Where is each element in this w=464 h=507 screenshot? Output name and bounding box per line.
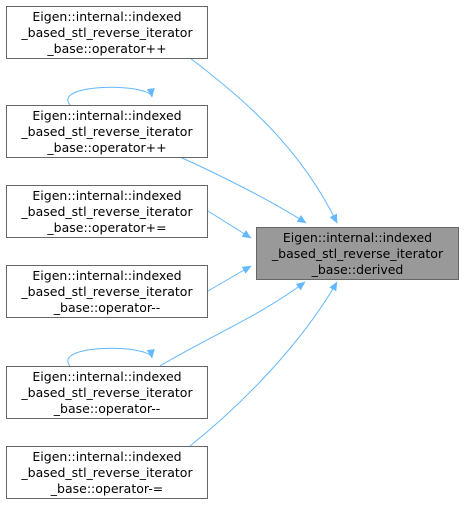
caller-node-label-line: _based_stl_reverse_iterator xyxy=(20,385,193,400)
caller-node-box xyxy=(6,105,208,158)
caller-node-box xyxy=(6,446,208,499)
caller-node-label-line: _base::operator+= xyxy=(46,220,166,235)
caller-node[interactable]: Eigen::internal::indexed_based_stl_rever… xyxy=(6,185,208,238)
nodes-layer: Eigen::internal::indexed_based_stl_rever… xyxy=(6,6,459,499)
self-loop-edge xyxy=(67,347,155,367)
target-node-label-line: _base::derived xyxy=(311,262,404,277)
caller-node[interactable]: Eigen::internal::indexed_based_stl_rever… xyxy=(6,6,208,59)
caller-node-label-line: _based_stl_reverse_iterator xyxy=(20,25,193,40)
self-loop-edge xyxy=(67,86,155,106)
caller-node-label-line: Eigen::internal::indexed xyxy=(32,369,181,384)
call-edge xyxy=(159,281,306,367)
target-node-label-line: Eigen::internal::indexed xyxy=(283,230,432,245)
caller-node-label-line: Eigen::internal::indexed xyxy=(32,268,181,283)
call-edge xyxy=(189,281,338,447)
caller-node-label-line: _based_stl_reverse_iterator xyxy=(20,124,193,139)
edges-layer xyxy=(159,57,338,447)
caller-node[interactable]: Eigen::internal::indexed_based_stl_rever… xyxy=(6,366,208,419)
caller-node-label-line: _based_stl_reverse_iterator xyxy=(20,204,193,219)
caller-node-label-line: Eigen::internal::indexed xyxy=(32,188,181,203)
caller-node-label-line: _base::operator++ xyxy=(46,140,166,155)
target-node-box xyxy=(256,227,459,280)
self-loops-layer xyxy=(67,86,155,367)
target-node[interactable]: Eigen::internal::indexed_based_stl_rever… xyxy=(256,227,459,280)
caller-node[interactable]: Eigen::internal::indexed_based_stl_rever… xyxy=(6,105,208,158)
caller-node-label-line: _base::operator-= xyxy=(50,481,163,496)
caller-node-label-line: _base::operator++ xyxy=(46,41,166,56)
caller-node-label-line: _based_stl_reverse_iterator xyxy=(20,465,193,480)
caller-node[interactable]: Eigen::internal::indexed_based_stl_rever… xyxy=(6,446,208,499)
caller-node-label-line: Eigen::internal::indexed xyxy=(32,449,181,464)
caller-node-box xyxy=(6,366,208,419)
call-edge xyxy=(207,210,252,239)
caller-node-box xyxy=(6,265,208,318)
call-edge xyxy=(207,265,252,292)
caller-node-box xyxy=(6,6,208,59)
caller-node-label-line: _base::operator-- xyxy=(53,300,160,315)
caller-node-label-line: _base::operator-- xyxy=(53,401,160,416)
call-edge xyxy=(179,156,307,224)
caller-node-label-line: Eigen::internal::indexed xyxy=(32,108,181,123)
caller-node-label-line: _based_stl_reverse_iterator xyxy=(20,284,193,299)
target-node-label-line: _based_stl_reverse_iterator xyxy=(271,246,444,261)
caller-node[interactable]: Eigen::internal::indexed_based_stl_rever… xyxy=(6,265,208,318)
caller-node-box xyxy=(6,185,208,238)
call-edge xyxy=(189,57,338,224)
caller-node-label-line: Eigen::internal::indexed xyxy=(32,9,181,24)
